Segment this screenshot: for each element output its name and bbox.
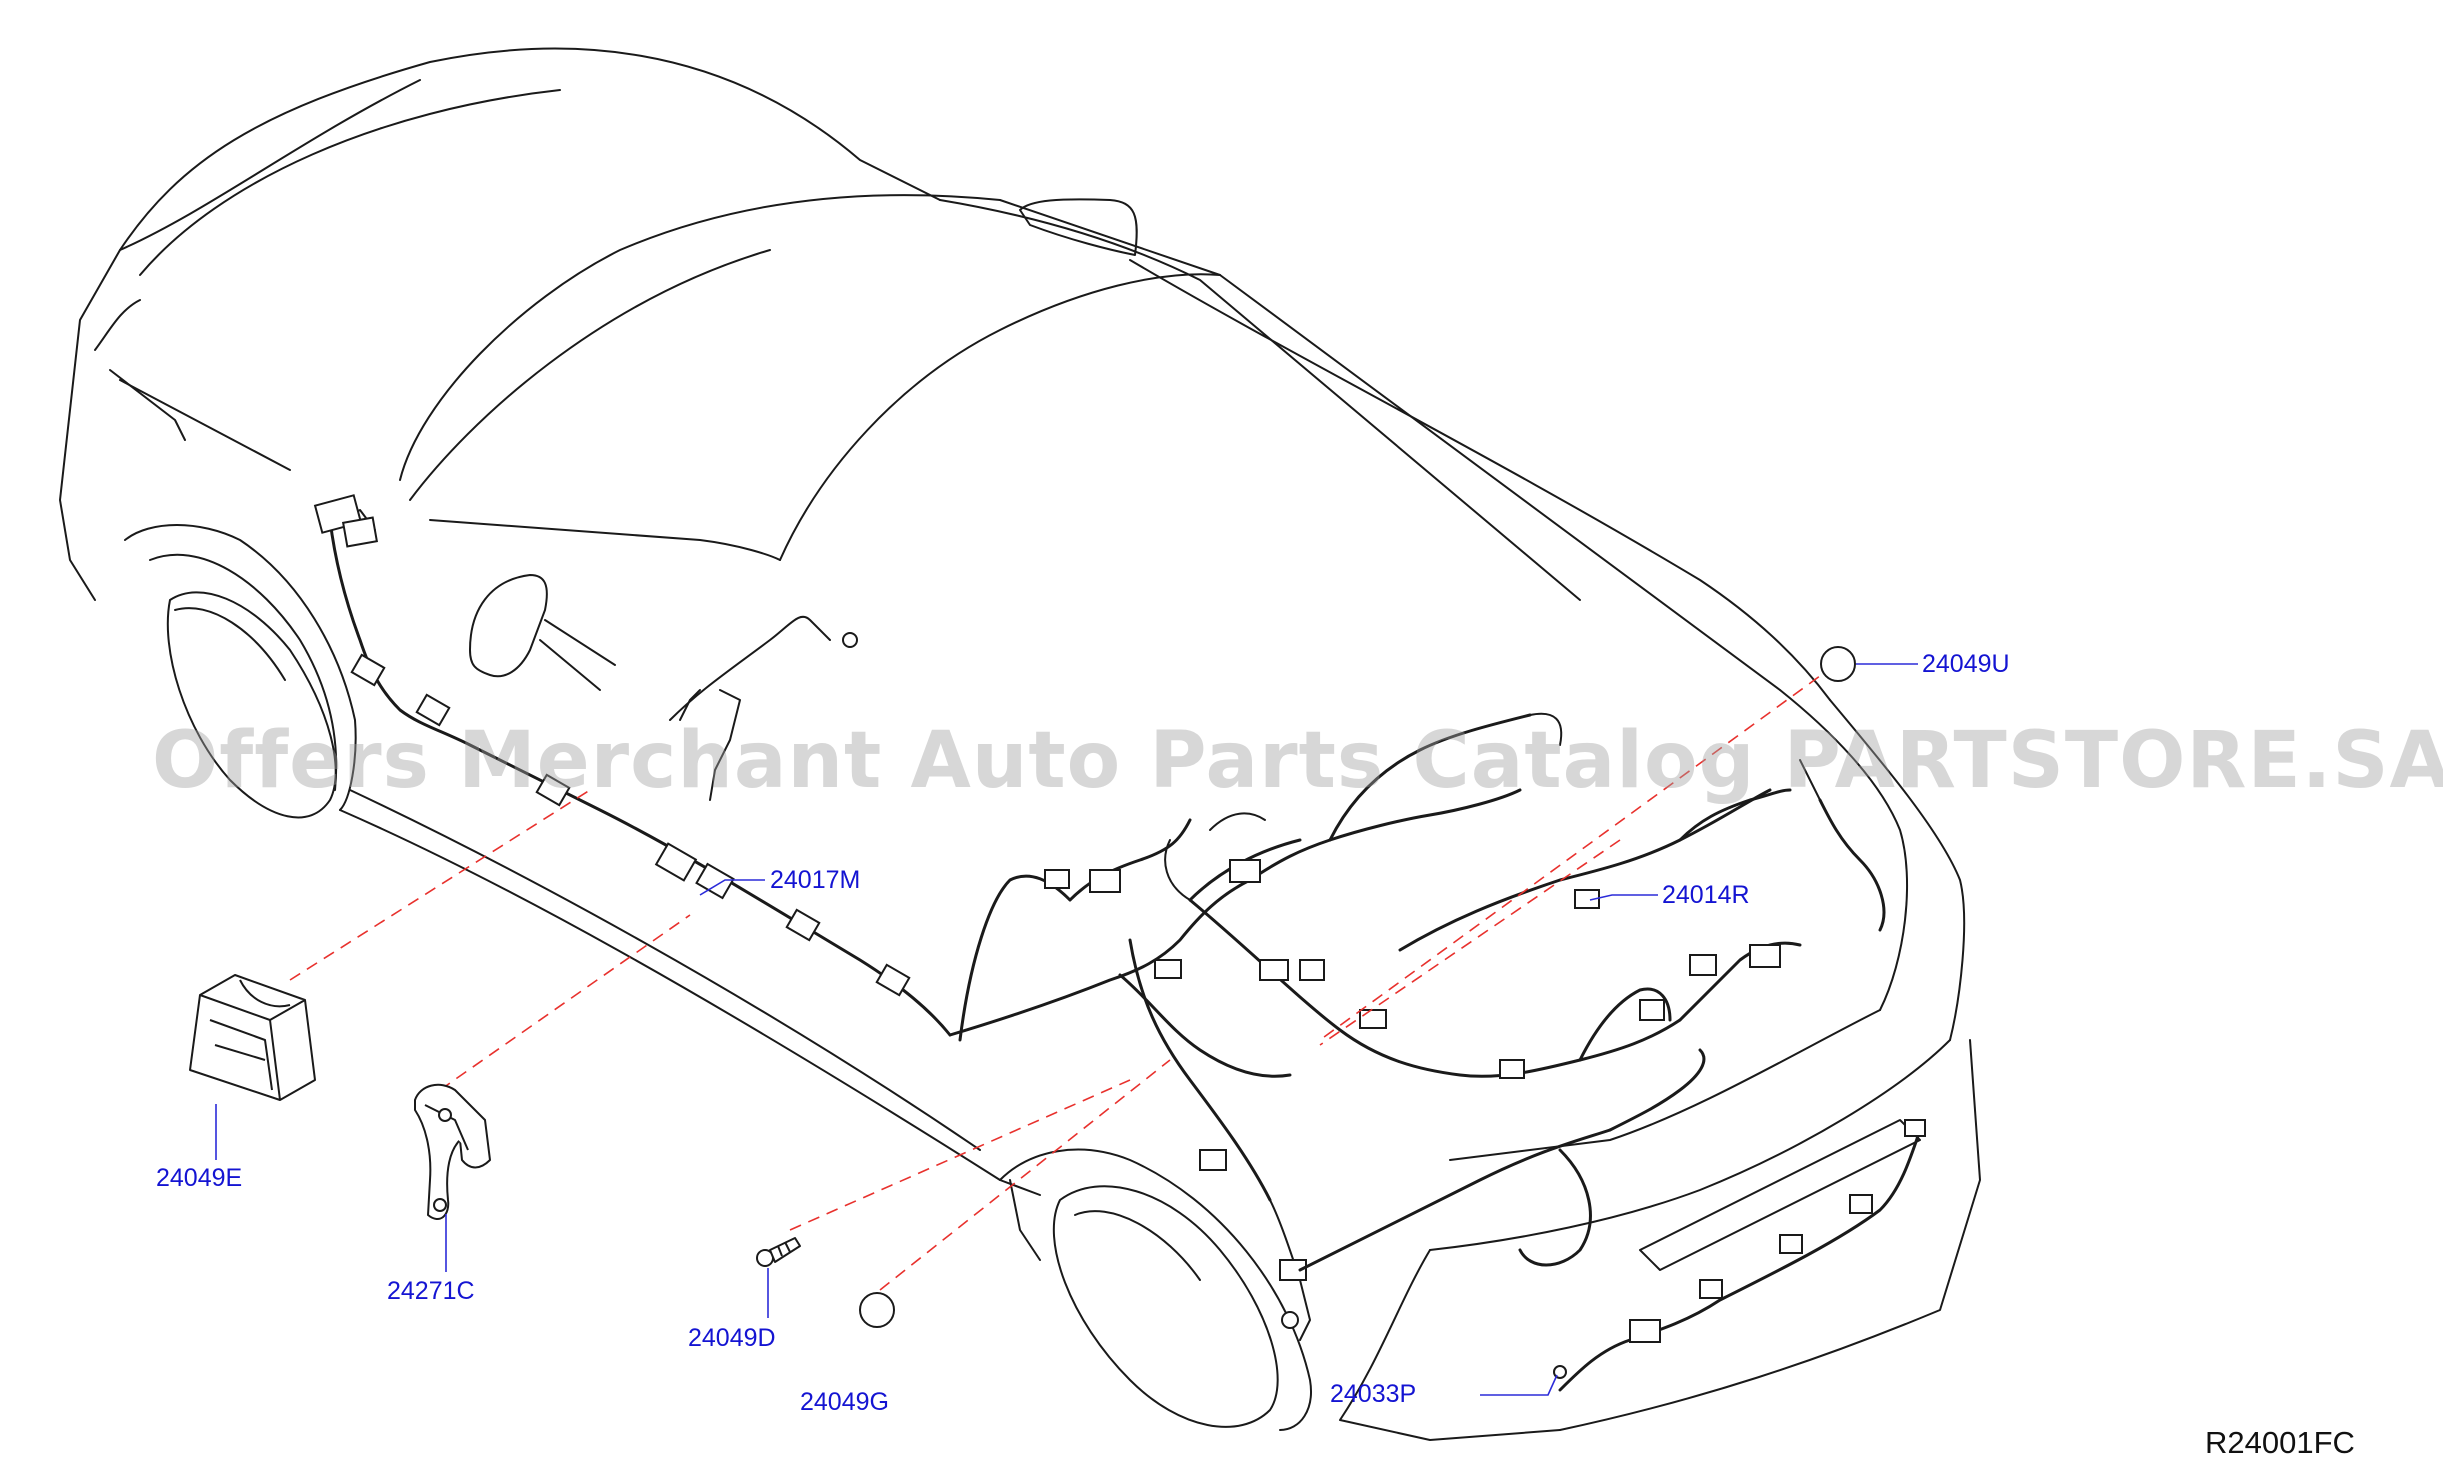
callout-leaders <box>215 663 1918 1396</box>
part-24049e-grommet <box>189 974 316 1101</box>
callout-24049g[interactable]: 24049G <box>800 1388 889 1416</box>
callout-24033p[interactable]: 24033P <box>1330 1380 1417 1408</box>
callout-24049e[interactable]: 24049E <box>156 1164 243 1192</box>
part-24049u-disc <box>1820 646 1856 682</box>
part-24049g-disc <box>859 1292 895 1328</box>
part-24271c-bracket <box>414 1083 491 1220</box>
callout-24017m[interactable]: 24017M <box>770 866 861 894</box>
reference-lines <box>289 664 1836 1291</box>
callout-24049d[interactable]: 24049D <box>688 1324 776 1352</box>
harness-24014r <box>948 712 1886 1341</box>
part-24049d-clip <box>756 1237 801 1267</box>
car-body-outline <box>59 47 1981 1441</box>
harness-24017m <box>313 494 952 1037</box>
callout-24271c[interactable]: 24271C <box>387 1277 475 1305</box>
callout-24049u[interactable]: 24049U <box>1922 650 2010 678</box>
drawing-code: R24001FC <box>2205 1425 2355 1460</box>
harness-24033p <box>1553 1119 1926 1392</box>
watermark-text: Offers Merchant Auto Parts Catalog PARTS… <box>152 716 2443 806</box>
callout-24014r[interactable]: 24014R <box>1662 881 1750 909</box>
